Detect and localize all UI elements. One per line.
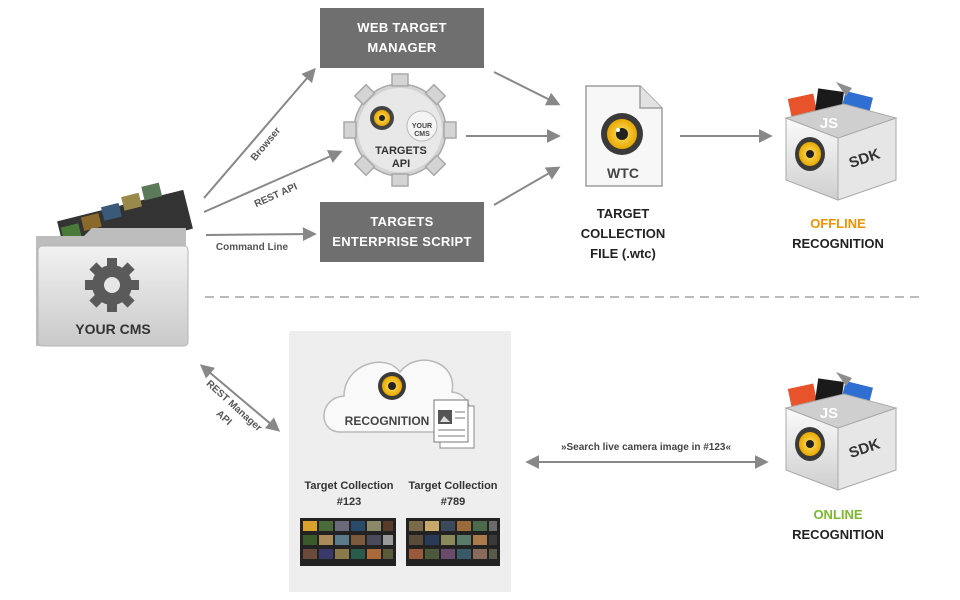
cms-folder-icon[interactable] [36,182,193,347]
enterprise-script-box[interactable]: TARGETS ENTERPRISE SCRIPT [320,202,484,262]
targets-api-line1: TARGETS [375,145,427,157]
wtc-file-icon[interactable] [585,85,663,187]
collection-123-label: Target Collection #123 [294,478,404,510]
collection-789-id: #789 [440,496,466,508]
enterprise-script-line2: ENTERPRISE SCRIPT [332,234,472,249]
online-recognition-text: RECOGNITION [792,527,884,542]
command-line-label: Command Line [216,242,289,253]
collection-123-id: #123 [336,496,362,508]
wtm-to-wtc-arrow [493,71,561,106]
rest-manager-label-line2: API [214,408,234,427]
offline-recognition-label: OFFLINE RECOGNITION [770,214,906,254]
targets-api-line2: API [392,158,410,170]
document-image-icon [433,399,475,449]
wtc-label-line1: TARGET [596,206,650,221]
wtc-label-line3: FILE (.wtc) [590,246,656,261]
targets-api-badge-line1: YOUR [412,123,432,130]
wtc-label-line2: COLLECTION [580,226,666,241]
rest-api-arrow [203,150,343,213]
script-to-wtc-arrow [493,166,561,206]
targets-api-gear-icon[interactable] [343,73,457,187]
rest-api-label: REST API [253,181,299,210]
wtc-file-label: TARGET COLLECTION FILE (.wtc) [560,204,686,264]
wtc-icon-text: WTC [607,165,639,181]
offline-sdk-box-icon[interactable] [784,82,898,201]
online-recognition-label: ONLINE RECOGNITION [770,505,906,545]
web-target-manager-line2: MANAGER [367,40,437,55]
web-target-manager-box[interactable]: WEB TARGET MANAGER [320,8,484,68]
command-line-arrow [205,227,317,242]
collection-789-name: Target Collection [408,480,498,492]
online-sdk-box-icon[interactable] [784,372,898,491]
enterprise-script-line1: TARGETS [370,214,434,229]
rest-manager-arrow [199,364,281,432]
search-label: »Search live camera image in #123« [561,442,732,453]
collection-123-thumbnails[interactable] [300,518,396,566]
cloud-label: RECOGNITION [345,414,430,428]
rest-manager-label-line1: REST Manager [204,378,264,433]
online-status: ONLINE [813,507,863,522]
offline-js-text: JS [820,115,838,132]
collection-789-label: Target Collection #789 [398,478,508,510]
browser-label: Browser [249,125,283,163]
offline-recognition-text: RECOGNITION [792,236,884,251]
online-js-text: JS [820,405,838,422]
collection-789-thumbnails[interactable] [406,518,500,566]
web-target-manager-line1: WEB TARGET [357,20,447,35]
offline-status: OFFLINE [810,216,866,231]
cms-label: YOUR CMS [75,321,150,337]
targets-api-badge-line2: CMS [414,131,430,138]
browser-arrow [203,67,316,199]
gear-icon [85,258,139,312]
collection-123-name: Target Collection [304,480,394,492]
